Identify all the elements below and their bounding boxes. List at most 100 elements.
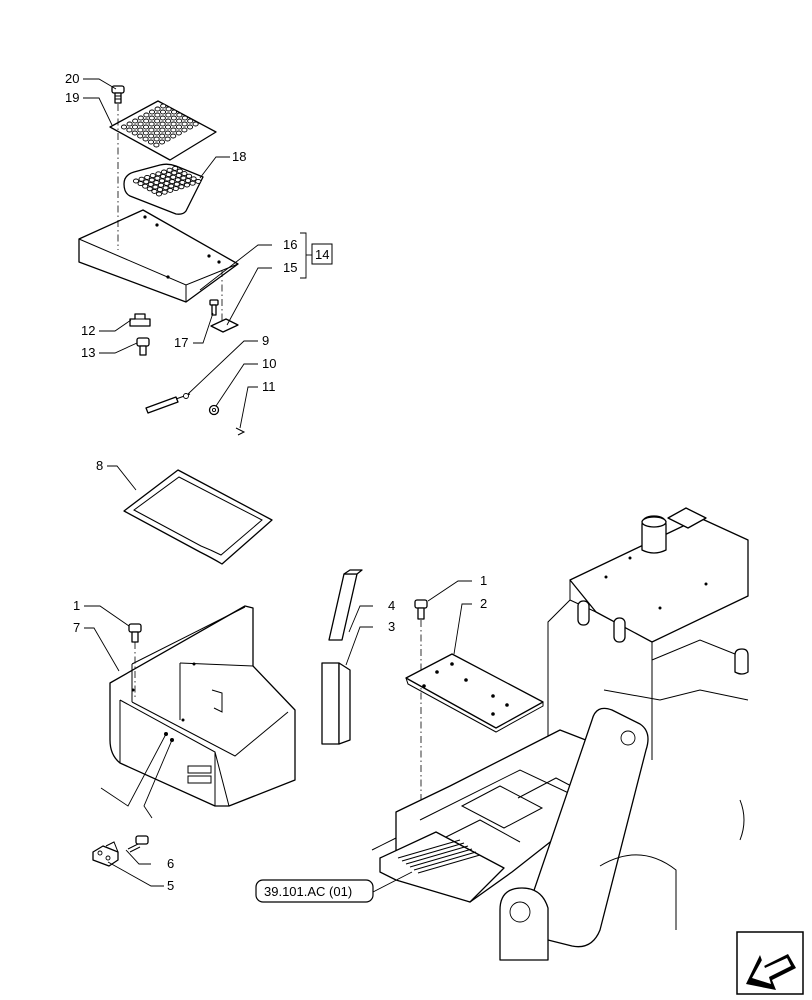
callout-14: 14 <box>315 247 329 262</box>
callouts: 20 19 18 16 15 12 13 17 9 10 11 8 1 7 1 … <box>65 71 487 893</box>
plate-hole <box>159 133 166 139</box>
part-19-perforated-plate[interactable] <box>109 100 217 161</box>
nav-arrow-button[interactable] <box>736 931 804 995</box>
mat-hole <box>137 181 144 187</box>
plate-hole <box>175 130 182 136</box>
plate-hole <box>165 118 172 124</box>
callout-11: 11 <box>262 379 276 394</box>
callout-16: 16 <box>283 237 297 252</box>
plate-hole <box>154 112 161 118</box>
mat-hole <box>155 171 162 177</box>
callout-18: 18 <box>232 149 246 164</box>
callout-5: 5 <box>167 878 174 893</box>
step-tread <box>401 842 465 862</box>
mat-hole <box>169 179 176 185</box>
plate-hole <box>126 127 133 133</box>
part-13-bolt[interactable] <box>136 337 150 356</box>
reference-link[interactable]: 39.101.AC (01) <box>255 879 374 903</box>
mat-hole <box>166 167 173 173</box>
step-tread <box>413 851 477 871</box>
mat-hole <box>170 174 177 180</box>
plate-hole <box>170 121 177 127</box>
mat-hole <box>160 169 168 175</box>
mat-hole <box>189 180 196 186</box>
part-1-bolt-plate[interactable] <box>414 599 428 620</box>
mat-hole <box>195 178 202 184</box>
plate-hole <box>164 130 171 136</box>
part-18-perforated-mat[interactable] <box>123 163 204 215</box>
plate-hole <box>176 118 183 124</box>
plate-hole <box>153 142 160 148</box>
part-2-plate[interactable] <box>405 653 544 733</box>
mat-hole <box>165 172 172 178</box>
part-11-pin[interactable] <box>235 427 246 436</box>
mat-hole <box>183 182 191 188</box>
mat-hole <box>171 170 178 176</box>
plate-hole <box>186 124 194 130</box>
part-3-pad[interactable] <box>321 662 351 745</box>
mat-hole <box>146 186 153 192</box>
mat-hole <box>178 184 185 190</box>
mat-hole <box>161 189 168 195</box>
part-9-gas-strut[interactable] <box>145 393 191 414</box>
plate-hole <box>154 118 161 124</box>
callout-8: 8 <box>96 458 103 473</box>
mat-hole <box>151 188 158 194</box>
plate-hole <box>148 133 155 139</box>
plate-hole <box>153 130 160 136</box>
callout-3: 3 <box>388 619 395 634</box>
plate-hole <box>159 109 167 115</box>
part-4-pad[interactable] <box>328 569 363 641</box>
plate-hole <box>165 106 172 112</box>
plate-hole <box>175 124 183 130</box>
plate-hole <box>153 124 161 130</box>
callout-7: 7 <box>73 620 80 635</box>
callout-1-box: 1 <box>73 598 80 613</box>
mat-hole <box>174 177 181 183</box>
part-1-bolt-box[interactable] <box>128 623 142 643</box>
plate-hole <box>132 118 139 124</box>
mat-hole <box>148 177 155 183</box>
plate-hole <box>148 115 155 121</box>
mat-hole <box>144 174 151 180</box>
plate-hole <box>154 106 161 112</box>
plate-hole <box>137 115 144 121</box>
part-17-bolt[interactable] <box>209 299 219 316</box>
mat-hole <box>152 184 159 190</box>
mat-hole <box>185 173 193 179</box>
plate-hole <box>170 127 177 133</box>
reference-label: 39.101.AC (01) <box>264 884 352 899</box>
part-20-bolt[interactable] <box>111 85 125 104</box>
part-15-plate[interactable] <box>210 318 239 333</box>
plate-hole <box>164 124 172 130</box>
plate-hole <box>158 139 166 145</box>
mat-hole <box>190 176 197 182</box>
mat-hole <box>180 175 187 181</box>
callout-6: 6 <box>167 856 174 871</box>
plate-hole <box>165 112 172 118</box>
leader-lines <box>83 78 472 893</box>
plate-hole <box>170 109 178 115</box>
part-16-cover[interactable] <box>78 209 239 303</box>
callout-2: 2 <box>480 596 487 611</box>
mat-hole <box>176 168 183 174</box>
mat-hole <box>163 180 170 186</box>
mat-hole <box>132 178 140 184</box>
part-10-washer[interactable] <box>208 404 220 416</box>
plate-hole <box>176 112 183 118</box>
part-5-latch-bracket[interactable] <box>92 841 119 867</box>
plate-hole <box>148 109 156 115</box>
mat-hole <box>147 181 154 187</box>
part-6-bolt[interactable] <box>127 835 149 853</box>
plate-hole <box>187 118 194 124</box>
callout-12: 12 <box>81 323 95 338</box>
plate-hole <box>142 130 149 136</box>
callout-14-box: 14 <box>311 243 333 265</box>
plate-hole <box>131 124 139 130</box>
plate-hole <box>137 121 144 127</box>
mat-hole <box>138 176 145 182</box>
part-8-gasket-frame[interactable] <box>123 469 273 565</box>
plate-hole <box>160 103 167 109</box>
part-12-clip[interactable] <box>129 313 151 327</box>
mat-hole <box>158 178 166 184</box>
